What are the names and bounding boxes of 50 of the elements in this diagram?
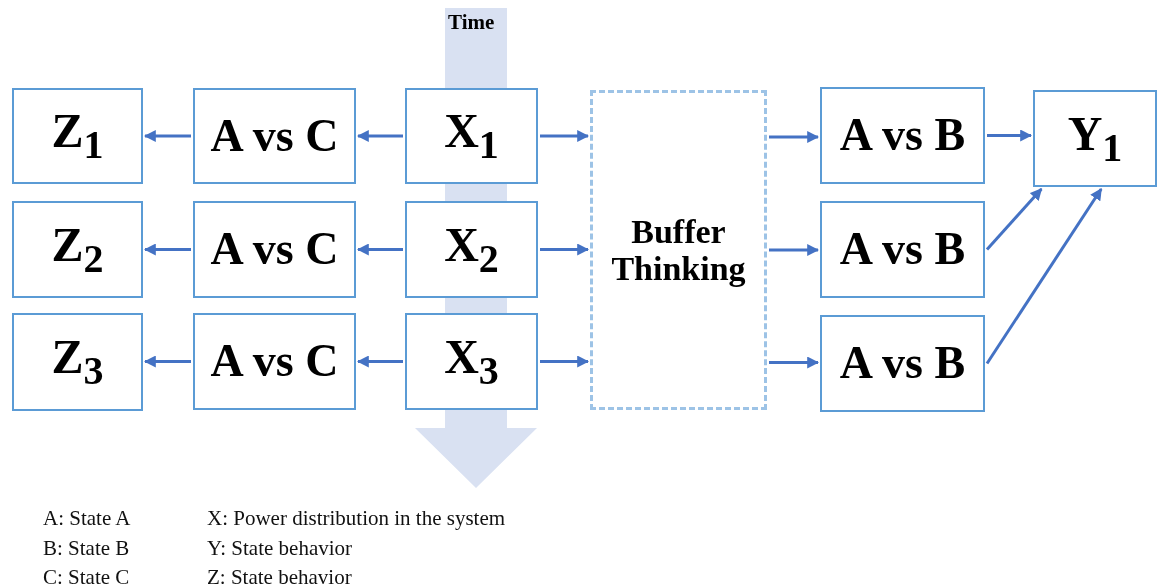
arrow bbox=[985, 188, 1103, 365]
process-box bbox=[405, 88, 538, 184]
process-box bbox=[405, 313, 538, 410]
arrow bbox=[540, 243, 590, 256]
process-box bbox=[193, 201, 356, 298]
box-label: Buffer Thinking bbox=[610, 212, 747, 288]
process-box bbox=[193, 313, 356, 410]
box-label: X$_{2}$ bbox=[444, 218, 499, 281]
arrow bbox=[769, 356, 820, 369]
arrow bbox=[985, 188, 1043, 251]
box-label: A vs C bbox=[210, 110, 339, 162]
process-box bbox=[820, 315, 985, 412]
axis-label: Time bbox=[448, 10, 495, 35]
arrow bbox=[540, 130, 590, 142]
arrow bbox=[769, 131, 820, 143]
arrow bbox=[143, 355, 191, 368]
arrow bbox=[540, 355, 590, 368]
arrow bbox=[987, 129, 1033, 142]
process-box bbox=[193, 88, 356, 184]
box-label: Z$_{2}$ bbox=[51, 218, 104, 281]
process-box bbox=[1033, 90, 1157, 187]
process-box bbox=[820, 201, 985, 298]
arrow bbox=[356, 243, 403, 256]
box-label: X$_{3}$ bbox=[444, 330, 499, 393]
arrow bbox=[143, 243, 191, 256]
legend-note: X: Power distribution in the system bbox=[207, 506, 506, 531]
process-box bbox=[12, 313, 143, 411]
box-label: A vs B bbox=[839, 338, 966, 389]
legend-note: C: State C bbox=[43, 565, 130, 587]
arrow bbox=[356, 355, 403, 368]
box-label: Z$_{3}$ bbox=[51, 331, 104, 393]
process-box bbox=[12, 201, 143, 298]
box-label: X$_{1}$ bbox=[444, 105, 499, 167]
box-label: Y$_{1}$ bbox=[1067, 107, 1123, 170]
process-box bbox=[820, 87, 985, 184]
legend-note: Y: State behavior bbox=[207, 536, 353, 561]
box-label: A vs B bbox=[839, 110, 966, 161]
legend-note: Z: State behavior bbox=[207, 565, 352, 587]
process-box bbox=[405, 201, 538, 298]
arrow bbox=[769, 244, 820, 256]
arrow bbox=[143, 130, 191, 142]
legend-note: B: State B bbox=[43, 536, 130, 561]
legend-note: A: State A bbox=[43, 506, 131, 531]
box-label: Z$_{1}$ bbox=[51, 105, 104, 167]
process-box bbox=[12, 88, 143, 184]
buffer-box bbox=[590, 90, 767, 410]
box-label: A vs C bbox=[210, 224, 339, 275]
box-label: A vs C bbox=[210, 336, 339, 387]
arrow bbox=[356, 130, 403, 142]
box-label: A vs B bbox=[839, 224, 966, 275]
